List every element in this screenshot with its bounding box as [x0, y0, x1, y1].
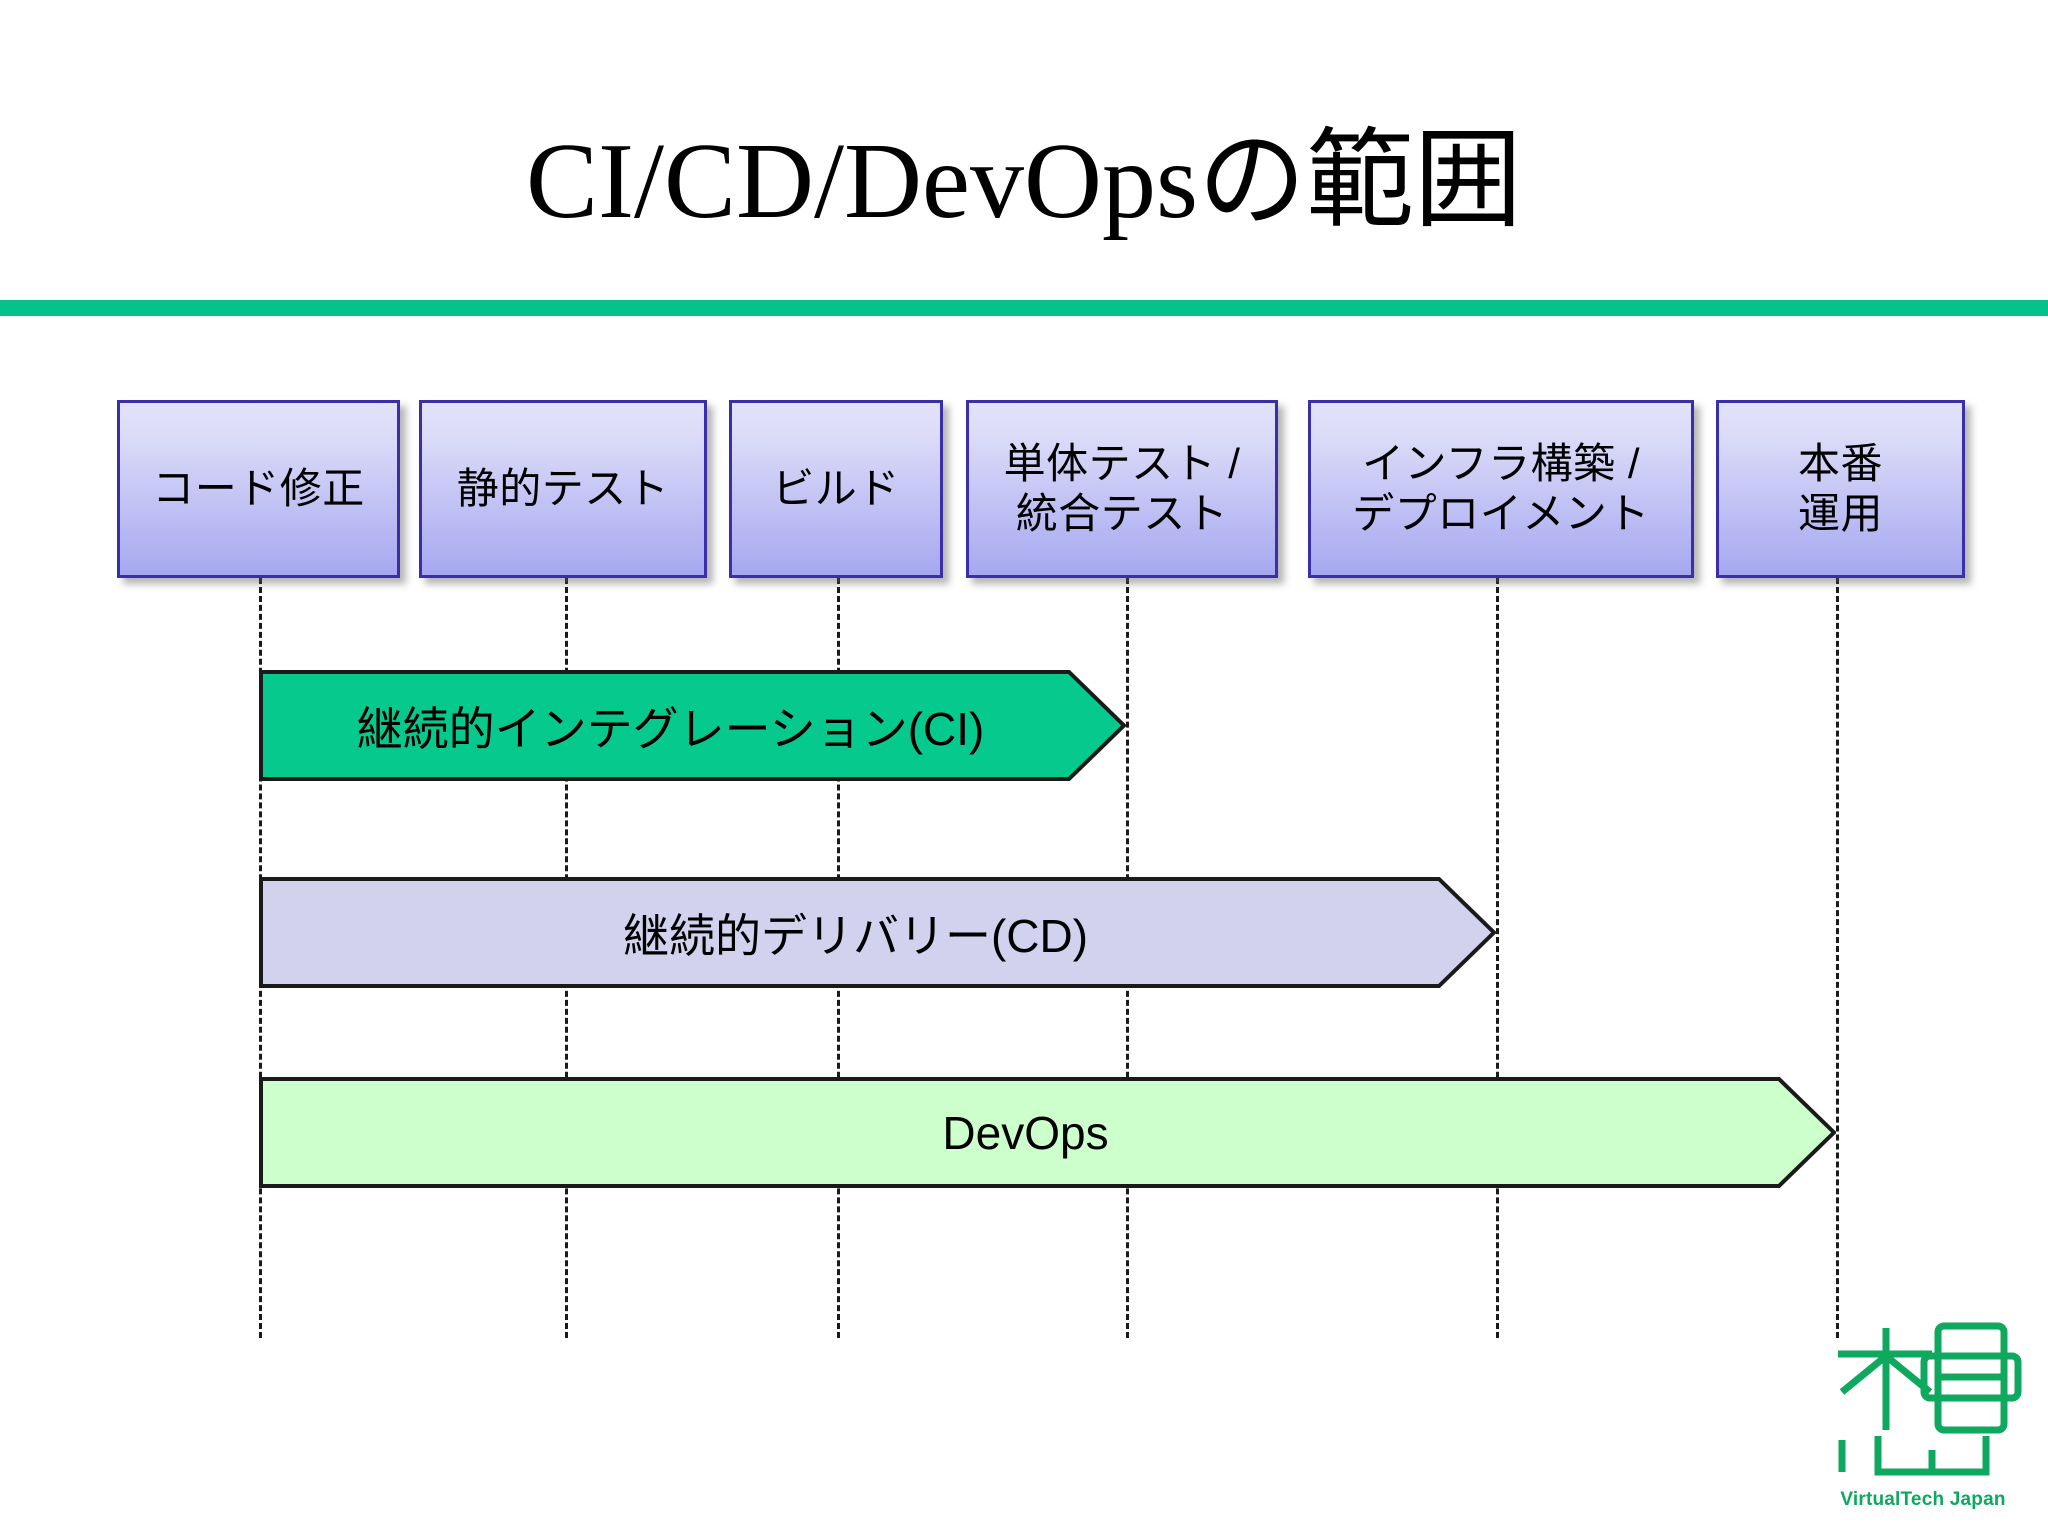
band-arrow-cd-shape — [259, 876, 1496, 989]
stage-label-line: 統合テスト — [1015, 490, 1229, 537]
band-arrow-devops-shape — [259, 1076, 1836, 1189]
band-arrow-ci-label: 継続的インテグレーション(CI) — [356, 702, 985, 755]
stage-box-code-fix[interactable]: コード修正 — [117, 400, 400, 578]
stage-label-line: 静的テスト — [456, 465, 670, 513]
logo-mark-icon — [1838, 1322, 2022, 1476]
stage-label-line: インフラ構築 / — [1361, 440, 1641, 488]
stage-label-line: 単体テスト / — [1003, 440, 1241, 488]
stage-box-production[interactable]: 本番 運用 — [1716, 400, 1965, 578]
stage-label-line: デプロイメント — [1352, 490, 1650, 537]
band-arrow-cd-label: 継続的デリバリー(CD) — [622, 909, 1089, 962]
stage-label-line: 本番 — [1797, 440, 1883, 488]
page-title: CI/CD/DevOpsの範囲 — [526, 122, 1522, 241]
virtualtech-japan-logo: VirtualTech Japan — [1820, 1322, 2026, 1522]
stage-box-build[interactable]: ビルド — [729, 400, 943, 578]
band-arrow-devops-label: DevOps — [942, 1106, 1109, 1159]
guide-line-6 — [1836, 578, 1839, 1338]
logo-wordmark: VirtualTech Japan — [1840, 1489, 2006, 1510]
band-arrow-ci[interactable]: 継続的インテグレーション(CI) — [259, 669, 1126, 782]
stage-label-line: コード修正 — [152, 465, 365, 513]
stage-box-infra-deploy[interactable]: インフラ構築 / デプロイメント — [1308, 400, 1694, 578]
stage-label-line: ビルド — [772, 465, 900, 513]
stage-box-static-test[interactable]: 静的テスト — [419, 400, 707, 578]
band-arrow-devops[interactable]: DevOps — [259, 1076, 1836, 1189]
band-arrow-cd[interactable]: 継続的デリバリー(CD) — [259, 876, 1496, 989]
stage-label-line: 運用 — [1797, 490, 1883, 537]
guide-line-5 — [1496, 578, 1499, 1338]
title-divider-rule — [0, 300, 2048, 316]
band-arrow-ci-shape — [259, 669, 1126, 782]
stage-box-unit-integration-test[interactable]: 単体テスト / 統合テスト — [966, 400, 1278, 578]
